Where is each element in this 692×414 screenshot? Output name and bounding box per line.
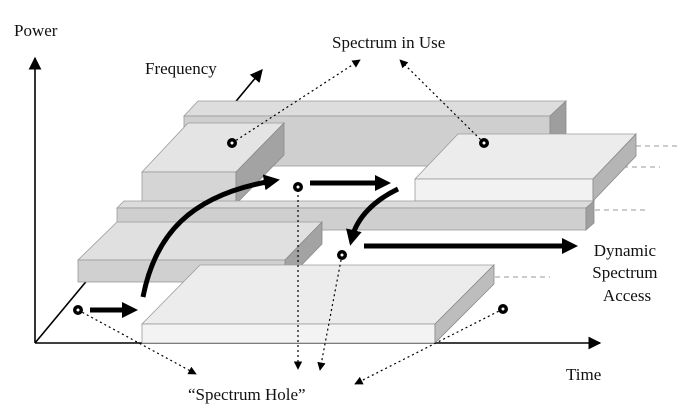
block-middle-strip (116, 200, 596, 231)
dot-origin (73, 305, 83, 315)
dynamic-access-label: Dynamic Spectrum Access (592, 241, 661, 305)
frequency-label: Frequency (145, 59, 217, 78)
dot-gap-middle (337, 250, 347, 260)
dynamic-access-line-3: Access (603, 286, 651, 305)
access-path (90, 174, 579, 319)
time-label: Time (566, 365, 601, 384)
dot-front-right (498, 304, 508, 314)
block-front (141, 264, 495, 344)
power-label: Power (14, 21, 58, 40)
dot-top-right (479, 138, 489, 148)
dynamic-access-line-2: Spectrum (592, 263, 657, 282)
marker-dots (73, 138, 508, 315)
spectrum-hole-label: “Spectrum Hole” (188, 385, 306, 404)
dot-top-left (227, 138, 237, 148)
spectrum-in-use-label: Spectrum in Use (332, 33, 445, 52)
path-arrow-4 (346, 186, 400, 246)
dynamic-access-line-1: Dynamic (594, 241, 657, 260)
callout-lines (77, 59, 504, 385)
block-top-left (141, 122, 285, 205)
guide-lines (495, 145, 680, 278)
dot-gap-upper (293, 182, 303, 192)
path-arrow-2 (140, 174, 280, 298)
block-top-right (414, 133, 637, 202)
